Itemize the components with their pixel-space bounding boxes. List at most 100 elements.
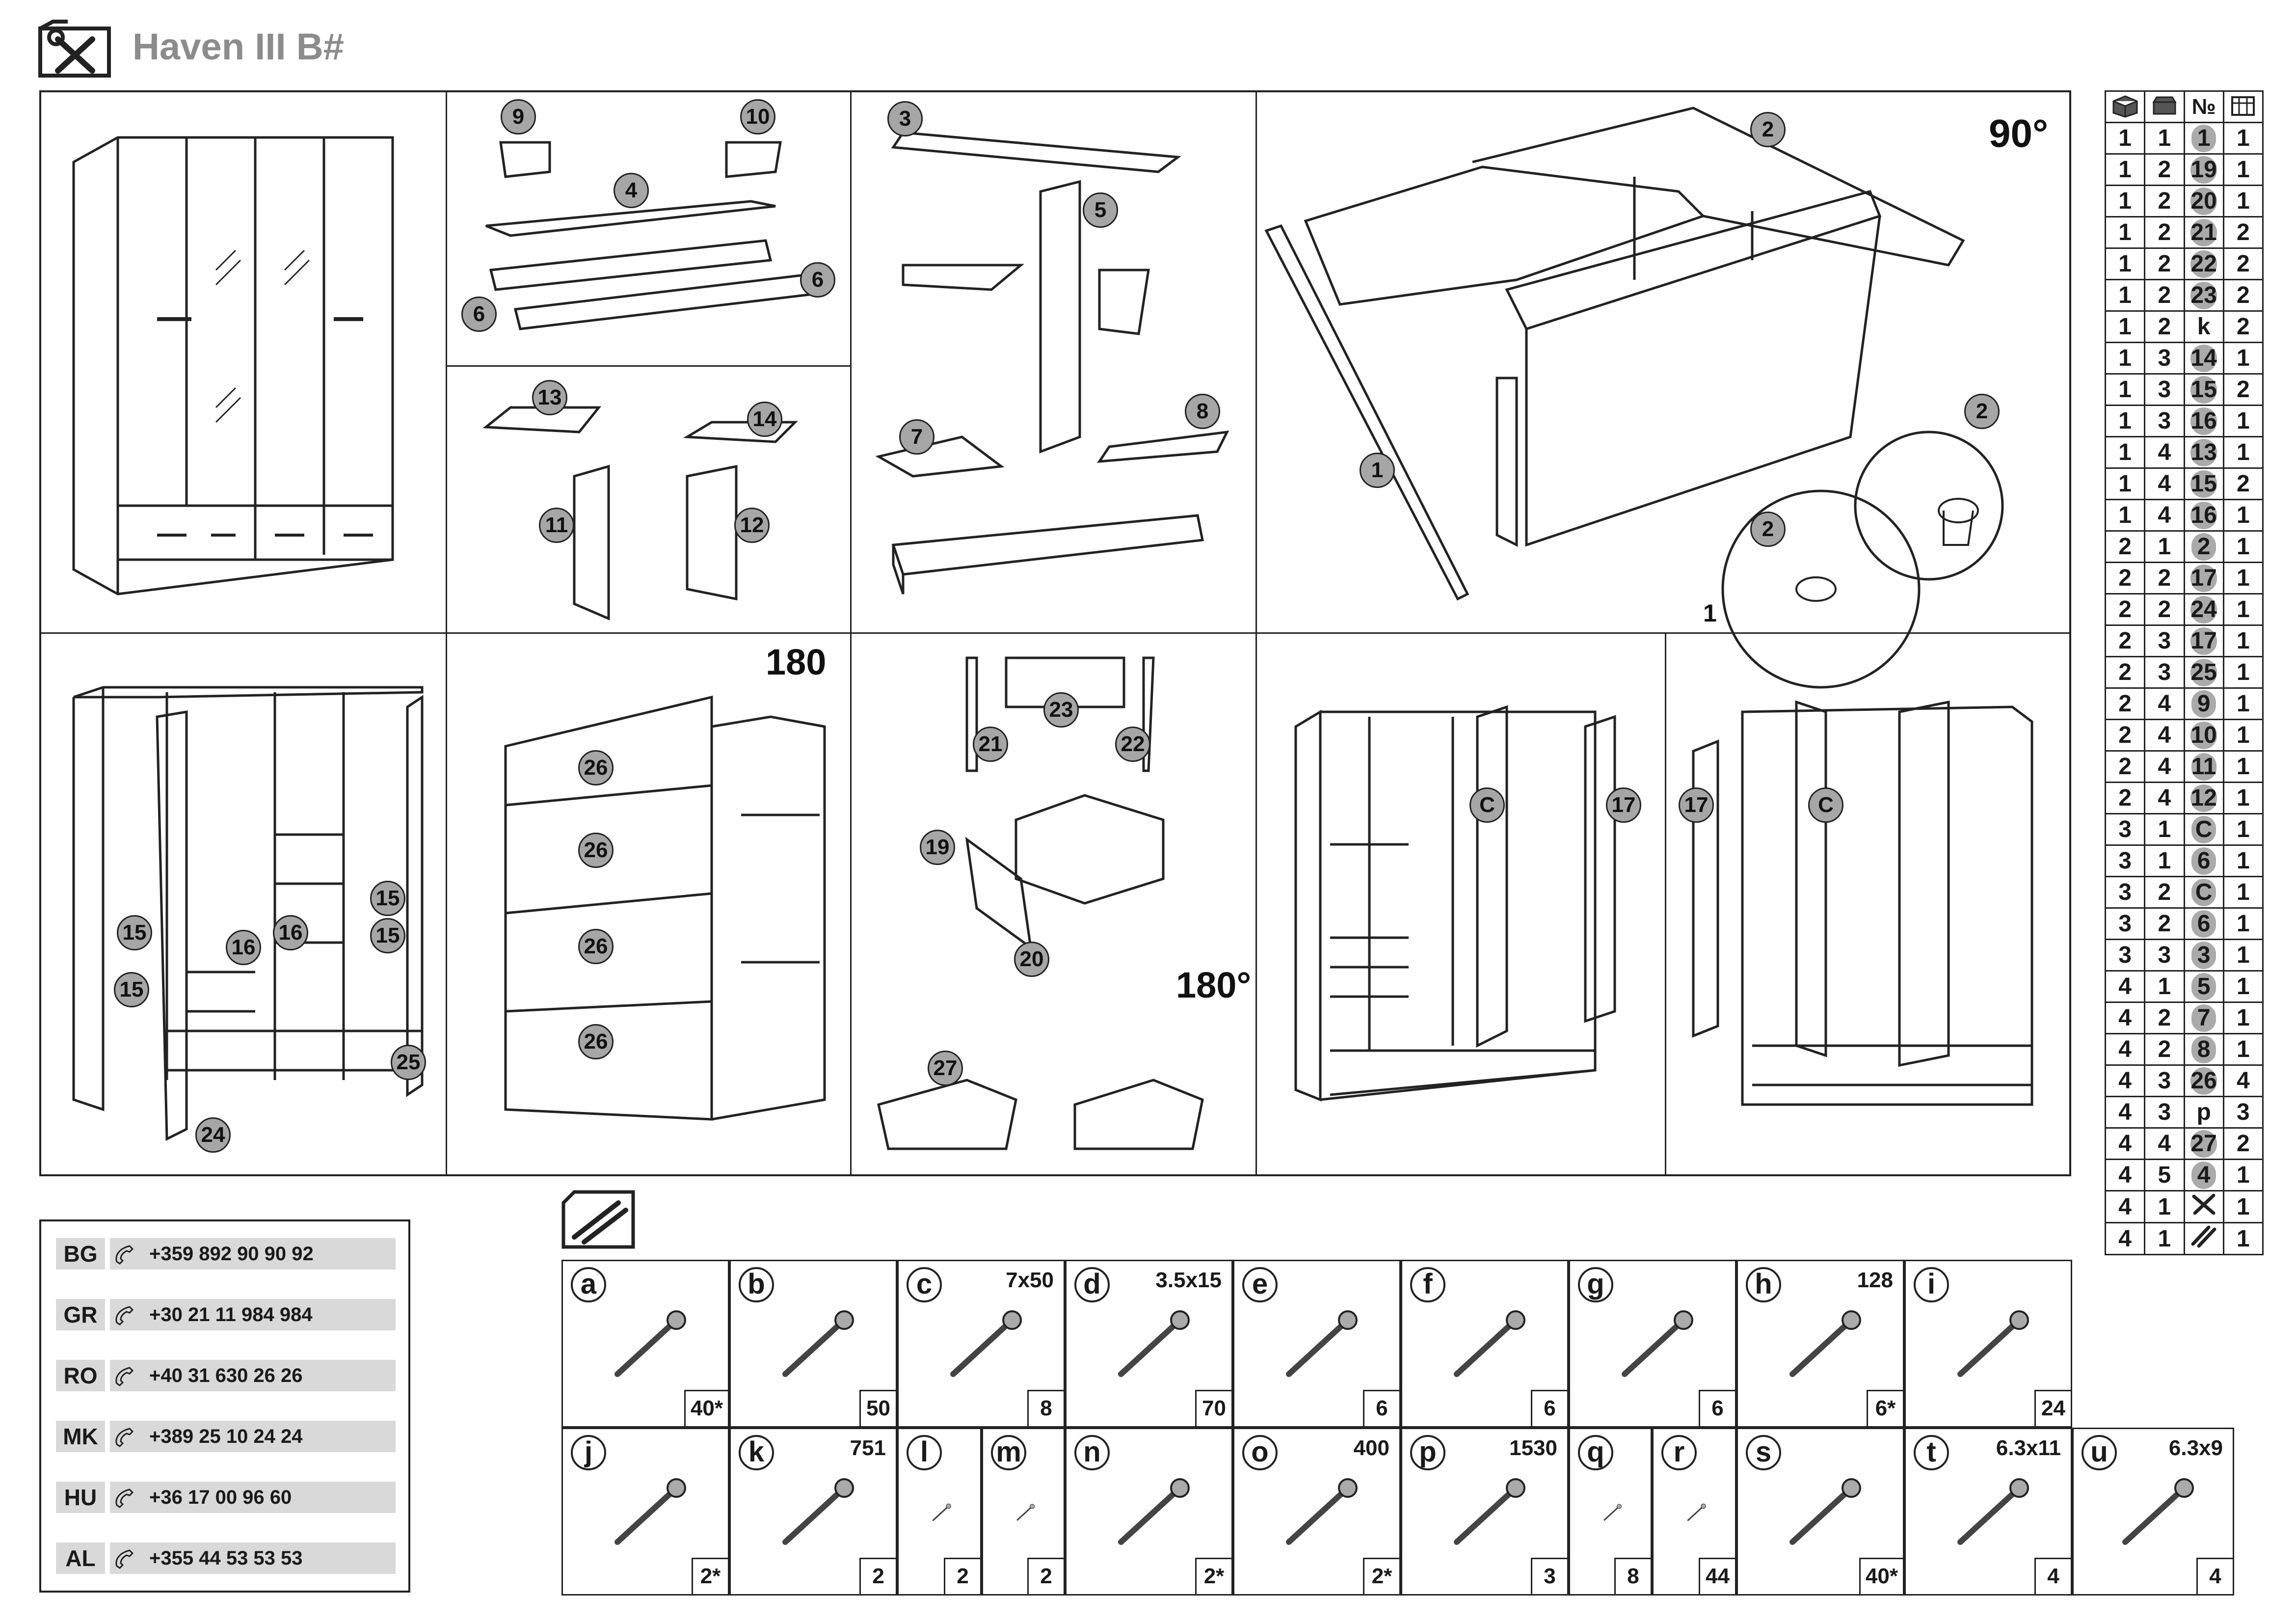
part-id: 9 [2191, 690, 2216, 718]
box-number-cell: 4 [2104, 1033, 2146, 1066]
part-id: 16 [2190, 407, 2217, 435]
quantity-cell: 2 [2222, 467, 2264, 500]
package-number-cell: 3 [2144, 405, 2185, 437]
package-number-cell: 2 [2144, 1001, 2185, 1034]
tools-icon [38, 20, 111, 78]
package-number-cell: 3 [2144, 1096, 2185, 1129]
hardware-n-icon [1118, 1478, 1190, 1545]
box-number-cell: 1 [2104, 279, 2146, 312]
part-id: 4 [2191, 1161, 2216, 1189]
part-id-cell: 23 [2183, 279, 2224, 312]
hardware-letter: i [1914, 1267, 1949, 1302]
shelves-assembly-diagram [72, 686, 424, 1141]
part-id-cell: 2 [2183, 530, 2224, 563]
drawer-assembly-diagram [877, 656, 1204, 1150]
hardware-letter: f [1410, 1267, 1445, 1302]
part-number-badge: 3 [887, 101, 923, 136]
part-number-badge: 13 [532, 380, 567, 415]
package-number-cell: 2 [2144, 216, 2185, 249]
phone-icon [115, 1367, 134, 1386]
hardware-size: 3.5x15 [1155, 1268, 1222, 1292]
part-id: 14 [2190, 344, 2217, 372]
part-id-cell: C [2183, 876, 2224, 909]
package-number-cell: 3 [2144, 342, 2185, 375]
box-number-cell: 4 [2104, 1096, 2146, 1129]
hardware-o-icon [1286, 1478, 1358, 1545]
quantity-cell: 1 [2222, 1033, 2264, 1066]
contact-row: HU+36 17 00 96 60 [56, 1482, 396, 1513]
contact-row: AL+355 44 53 53 53 [56, 1543, 396, 1574]
hardware-letter: a [571, 1267, 606, 1302]
part-id: 27 [2190, 1130, 2217, 1158]
package-number-cell: 1 [2144, 844, 2185, 877]
part-id-cell: 12 [2183, 782, 2224, 814]
part-id-cell: 17 [2183, 624, 2224, 657]
hardware-quantity: 3 [1531, 1558, 1567, 1594]
grid-divider [446, 365, 850, 367]
quantity-cell: 3 [2222, 1096, 2264, 1129]
package-number-cell: 1 [2144, 1222, 2185, 1255]
part-id-cell: 26 [2183, 1064, 2224, 1097]
part-id-cell: 1 [2183, 122, 2224, 155]
hardware-quantity: 40* [1859, 1558, 1903, 1594]
package-number-cell: 3 [2144, 939, 2185, 972]
country-code: AL [56, 1543, 105, 1574]
part-number-badge: 17 [1679, 787, 1714, 823]
hardware-f-icon [1454, 1310, 1525, 1377]
hardware-size: 400 [1353, 1436, 1389, 1460]
box-number-cell: 2 [2104, 624, 2146, 657]
part-id-cell: 7 [2183, 1001, 2224, 1034]
box-number-cell: 4 [2104, 1001, 2146, 1034]
hardware-quantity: 70 [1195, 1390, 1231, 1426]
part-id: 22 [2190, 250, 2217, 278]
part-number-badge: 26 [578, 750, 614, 785]
hardware-quantity: 4 [2034, 1558, 2071, 1594]
part-number-badge: 8 [1185, 394, 1220, 429]
hardware-c-icon [950, 1310, 1022, 1377]
box-number-cell: 4 [2104, 970, 2146, 1003]
part-id-cell: 11 [2183, 750, 2224, 783]
part-id-cell: C [2183, 813, 2224, 846]
hardware-k-icon [782, 1478, 854, 1545]
part-id-cell: 6 [2183, 907, 2224, 940]
quantity-cell: 1 [2222, 624, 2264, 657]
door-installation-diagram-right [1692, 700, 2033, 1106]
tools-icon [2192, 1193, 2216, 1215]
quantity-cell: 2 [2222, 279, 2264, 312]
quantity-icon [2222, 90, 2264, 123]
quantity-cell: 2 [2222, 373, 2264, 406]
part-number-badge: 23 [1043, 692, 1079, 728]
quantity-cell: 1 [2222, 656, 2264, 689]
phone-number: +30 21 11 984 984 [110, 1299, 396, 1330]
part-number-badge: 20 [1014, 942, 1049, 977]
package-number-cell: 2 [2144, 185, 2185, 217]
quantity-cell: 1 [2222, 687, 2264, 720]
package-number-cell: 3 [2144, 624, 2185, 657]
package-number-cell: 2 [2144, 310, 2185, 343]
quantity-cell: 1 [2222, 153, 2264, 186]
box-number-cell: 2 [2104, 687, 2146, 720]
part-number-badge: 12 [734, 508, 770, 543]
hardware-letter: e [1242, 1267, 1278, 1302]
